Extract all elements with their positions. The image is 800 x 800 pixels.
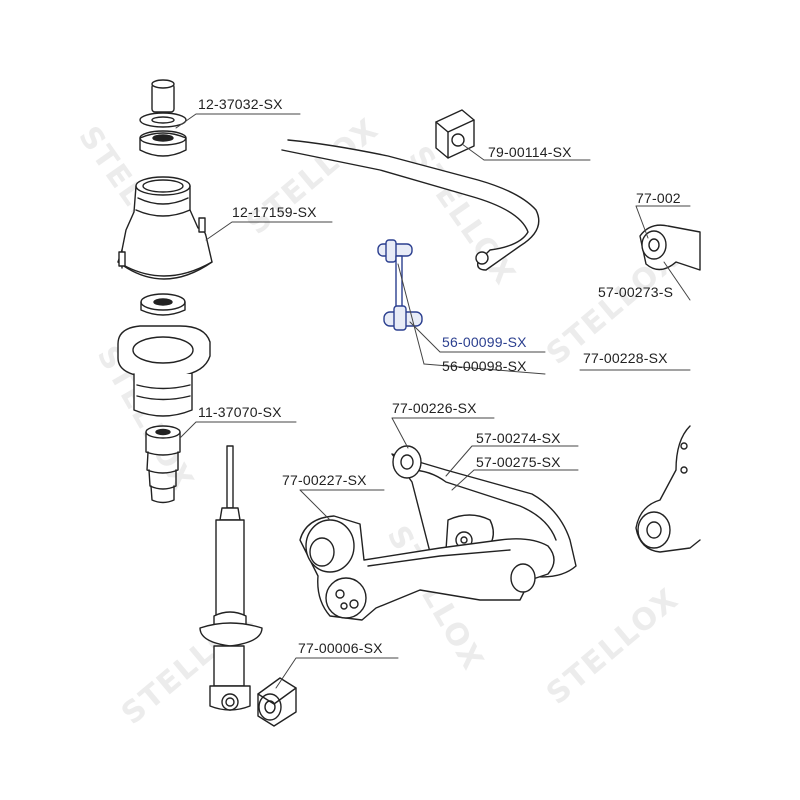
strut-top-mount-drawing — [117, 176, 213, 280]
part-label-stabilizer-link-right[interactable]: 56-00099-SX — [442, 334, 527, 350]
part-label-stabilizer-link-left[interactable]: 56-00098-SX — [442, 358, 527, 374]
part-label-stabilizer-bushing[interactable]: 79-00114-SX — [488, 144, 572, 160]
part-label-upper-arm-bushing[interactable]: 77-00226-SX — [392, 400, 477, 416]
leader-lines — [175, 113, 691, 689]
spring-seat-drawing — [117, 325, 211, 417]
part-label-strut-mount-bearing[interactable]: 12-37032-SX — [198, 96, 283, 112]
part-label-upper-arm-a[interactable]: 57-00274-SX — [476, 430, 561, 446]
stabilizer-bushing-drawing — [435, 109, 475, 159]
part-label-rear-bushing-2[interactable]: 77-00228-SX — [583, 350, 668, 366]
part-label-rear-bushing-cut[interactable]: 77-002 — [636, 190, 681, 206]
shock-bushing-drawing — [257, 677, 297, 727]
shock-absorber-drawing — [199, 445, 263, 711]
part-label-upper-arm-b[interactable]: 57-00275-SX — [476, 454, 561, 470]
strut-mount-bearing-drawing — [139, 79, 187, 157]
part-label-bump-stop[interactable]: 11-37070-SX — [198, 404, 282, 420]
knuckle-drawing — [635, 425, 701, 553]
stabilizer-bar-drawing — [281, 139, 540, 271]
lower-control-arm-drawing — [299, 515, 555, 621]
bump-stop-drawing — [145, 425, 181, 504]
strut-seat-drawing — [140, 293, 186, 316]
part-label-shock-bushing[interactable]: 77-00006-SX — [298, 640, 383, 656]
part-label-strut-top-mount[interactable]: 12-17159-SX — [232, 204, 317, 220]
stabilizer-link-drawing — [377, 239, 423, 331]
part-label-lower-arm-bushing[interactable]: 77-00227-SX — [282, 472, 367, 488]
rear-arm-drawing — [639, 224, 701, 271]
part-label-rear-arm[interactable]: 57-00273-S — [598, 284, 674, 300]
